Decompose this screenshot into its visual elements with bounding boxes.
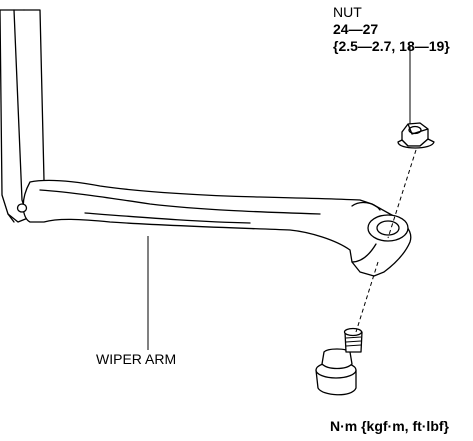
pivot-stud-drawing: [315, 327, 363, 396]
wiper-arm-label: WIPER ARM: [96, 351, 177, 367]
alignment-line: [355, 149, 417, 333]
wiper-arm-drawing: [0, 9, 412, 277]
nut-torque-nm: 24—27: [333, 21, 379, 37]
nut-drawing: [397, 122, 435, 149]
nut-label: NUT: [333, 4, 362, 20]
units-legend: N·m {kgf·m, ft·lbf}: [330, 418, 449, 434]
nut-torque-other-units: {2.5—2.7, 18—19}: [333, 38, 450, 54]
